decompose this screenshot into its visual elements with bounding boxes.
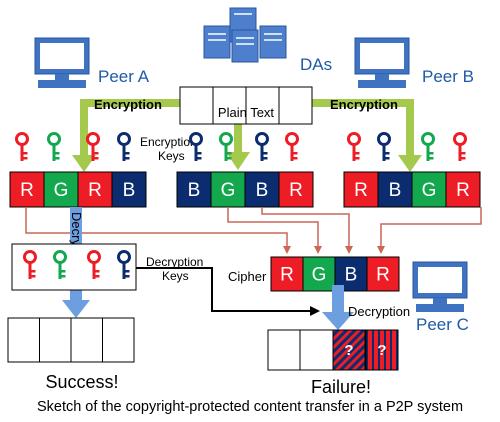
decryption-keys-line-1: Decryption — [146, 255, 203, 269]
block-cell: B — [377, 171, 413, 208]
block-letter: G — [422, 180, 437, 201]
key-icon — [23, 250, 37, 279]
peer-b-label: Peer B — [422, 67, 474, 86]
decryption-arrow-c — [322, 285, 354, 330]
block-cell: G — [411, 171, 447, 208]
block-cell: G — [210, 171, 246, 208]
decryption-c-label: Decryption — [348, 304, 410, 319]
plain-text-box — [179, 86, 313, 125]
block-cell: R — [270, 256, 304, 292]
block-letter: R — [354, 180, 368, 201]
block-cell: R — [445, 171, 481, 208]
das-label: DAs — [300, 55, 332, 74]
block-letter: B — [389, 180, 402, 201]
garbled-mark-2: ? — [377, 342, 386, 359]
decryption-keys-line-2: Keys — [162, 269, 189, 283]
key-icon — [117, 132, 131, 161]
key-icon — [421, 132, 435, 161]
block-letter: R — [20, 180, 34, 201]
block-cell: R — [343, 171, 379, 208]
block-letter: B — [256, 180, 269, 201]
success-label: Success! — [45, 372, 118, 392]
encryption-left-label: Encryption — [94, 97, 162, 112]
peer-b-monitor-icon — [354, 37, 410, 88]
das-server-icon — [203, 7, 287, 63]
key-icon — [53, 250, 67, 279]
encryption-arrows — [72, 99, 422, 172]
key-icon — [15, 132, 29, 161]
block-cell: B — [176, 171, 212, 208]
encryption-keys-line-2: Keys — [158, 149, 185, 163]
keys-to-peer-c-arrow — [136, 267, 320, 316]
encryption-right-label: Encryption — [330, 97, 398, 112]
peer-c-monitor-icon — [412, 261, 468, 312]
peer-a-label: Peer A — [98, 67, 150, 86]
peer-b-encryption-keys — [347, 132, 467, 161]
block-letter: R — [280, 265, 294, 286]
block-cell: B — [111, 171, 147, 208]
key-icon — [87, 250, 101, 279]
decryption-keys-label: Decryption Keys — [146, 255, 207, 283]
block-letter: B — [123, 180, 136, 201]
figure-caption: Sketch of the copyright-protected conten… — [37, 399, 463, 415]
block-letter: R — [376, 265, 390, 286]
garbled-mark-1: ? — [344, 342, 353, 359]
garbled-block-2 — [365, 329, 399, 371]
block-letter: B — [345, 265, 358, 286]
peer-c-label: Peer C — [416, 315, 469, 334]
block-letter: G — [54, 180, 69, 201]
peer-a-encryption-keys — [15, 132, 131, 161]
decryption-keys — [23, 250, 131, 279]
block-cell: R — [366, 256, 400, 292]
block-letter: R — [88, 180, 102, 201]
block-letter: B — [188, 180, 201, 201]
block-letter: R — [289, 180, 303, 201]
success-result-blocks — [7, 317, 135, 363]
block-letter: R — [456, 180, 470, 201]
key-icon — [219, 132, 233, 161]
garbled-block-1 — [332, 329, 366, 371]
block-cell: R — [77, 171, 113, 208]
key-icon — [453, 132, 467, 161]
key-icon — [255, 132, 269, 161]
block-cell: G — [43, 171, 79, 208]
encryption-keys-label: Encryption Keys — [140, 135, 200, 163]
key-icon — [86, 132, 100, 161]
encryption-keys-line-1: Encryption — [140, 135, 197, 149]
peer-a-monitor-icon — [34, 37, 90, 88]
block-cell: G — [302, 256, 336, 292]
key-icon — [347, 132, 361, 161]
block-cell: R — [9, 171, 45, 208]
block-connectors — [25, 207, 482, 254]
key-icon — [377, 132, 391, 161]
key-icon — [47, 132, 61, 161]
das-encryption-keys — [189, 132, 299, 161]
block-letter: G — [312, 265, 327, 286]
block-cell: B — [244, 171, 280, 208]
key-icon — [285, 132, 299, 161]
plain-text-label: Plain Text — [218, 105, 275, 120]
cipher-label: Cipher — [228, 269, 267, 284]
failure-result-blocks — [267, 329, 399, 371]
block-cell: R — [278, 171, 314, 208]
key-icon — [117, 250, 131, 279]
key-icon — [189, 132, 203, 161]
block-letter: G — [221, 180, 236, 201]
failure-label: Failure! — [311, 377, 371, 397]
